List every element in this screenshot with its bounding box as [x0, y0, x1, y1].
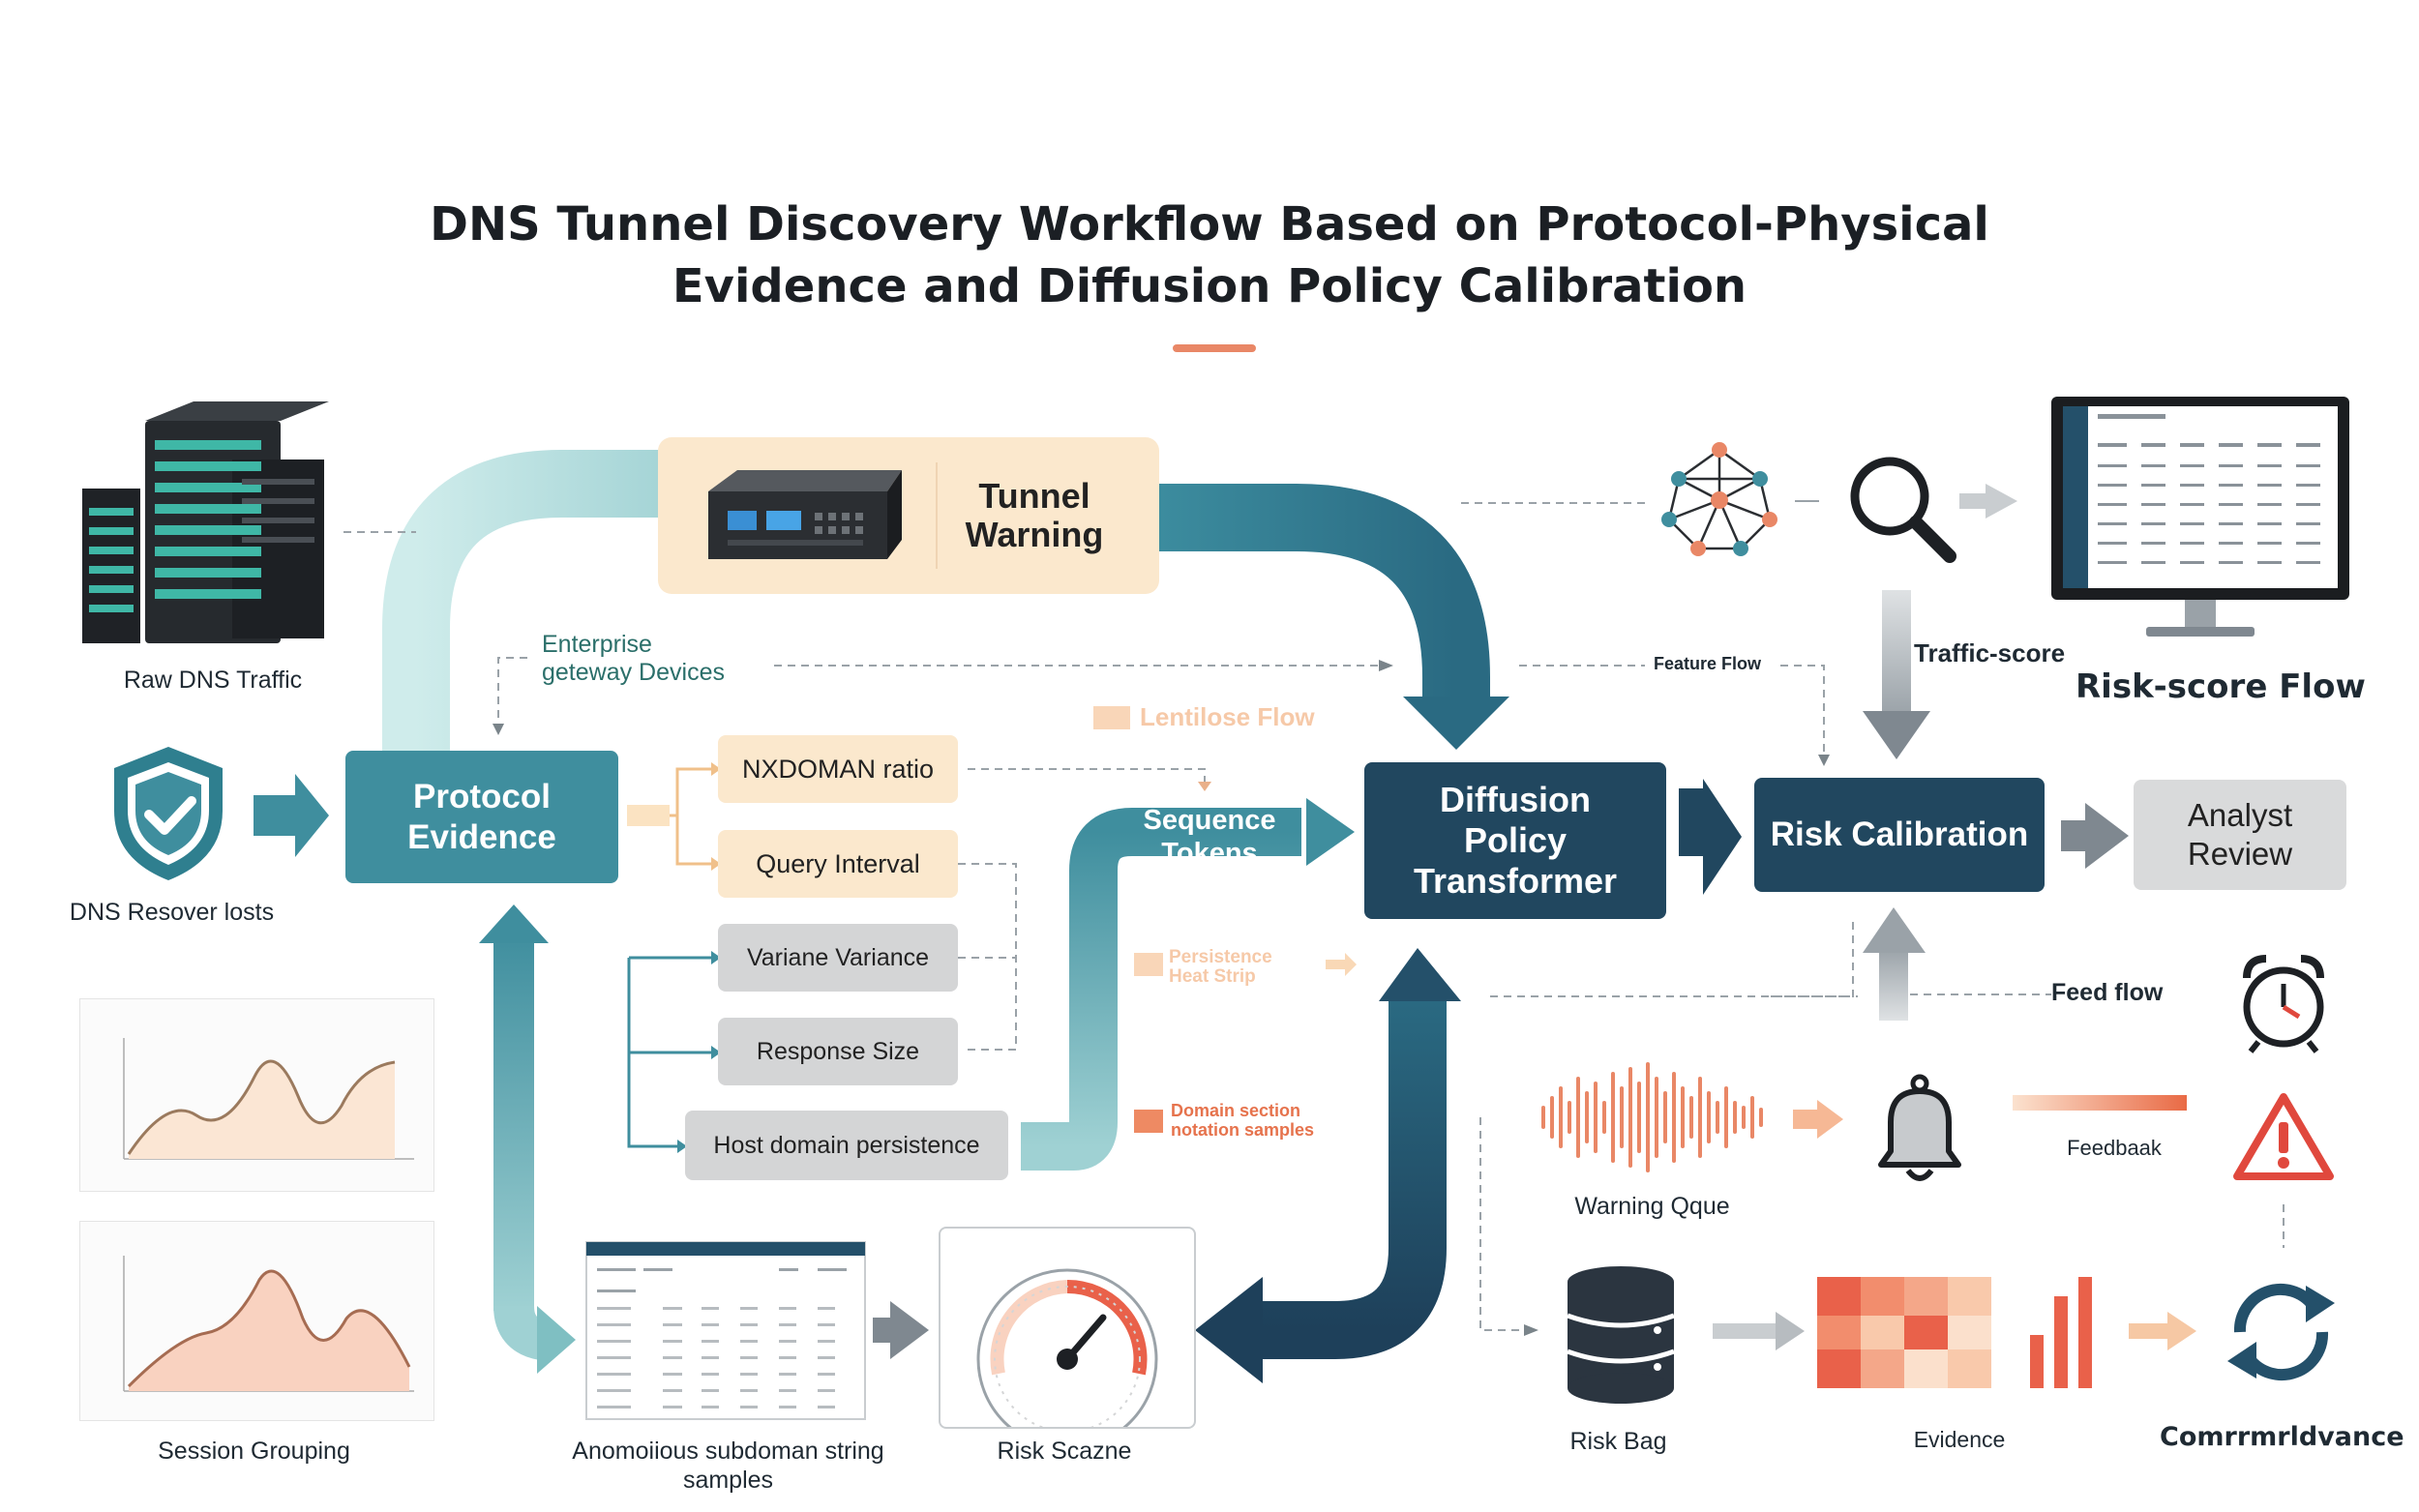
chart-panel-1: [79, 998, 434, 1192]
warning-queue-label: Warning Qque: [1574, 1193, 1730, 1220]
diffusion-to-risk-arrow: [1703, 779, 1742, 895]
risk-score-flow-label: Risk-score Flow: [2076, 667, 2366, 706]
feature-response-size: Response Size: [718, 1018, 958, 1085]
traffic-score-down-arrow: [1863, 711, 1930, 759]
tunnel-warning-panel: Tunnel Warning: [658, 437, 1159, 594]
server-rack-icon: [82, 401, 329, 643]
evidence-label: Evidence: [1913, 1427, 2006, 1452]
neural-network-icon: [1661, 442, 1777, 556]
protocol-evidence-node: Protocol Evidence: [345, 751, 618, 883]
arch-right: [1142, 484, 1490, 706]
shield-to-protocol-arrow: [254, 774, 329, 857]
analyst-review-node: Analyst Review: [2134, 780, 2346, 890]
domain-section-notation-label: Domain section notation samples: [1171, 1101, 1315, 1140]
diffusion-policy-transformer-node: Diffusion Policy Transformer: [1364, 762, 1666, 919]
waveform-icon: [1541, 1062, 1763, 1172]
title-underline: [1173, 344, 1256, 352]
diagram-title: DNS Tunnel Discovery Workflow Based on P…: [0, 193, 2419, 317]
session-grouping-label: Session Grouping: [158, 1438, 350, 1465]
feed-flow-label: Feed flow: [2051, 979, 2164, 1006]
feature-host-domain-persistence: Host domain persistence: [685, 1111, 1008, 1180]
commandvance-label: Comrrmrldvance: [2160, 1422, 2404, 1452]
risk-scazne-label: Risk Scazne: [997, 1438, 1132, 1465]
refresh-cycle-icon: [2227, 1283, 2335, 1381]
domain-notation-swatch: [1134, 1110, 1163, 1133]
feature-flow-label: Feature Flow: [1650, 654, 1766, 674]
bell-icon: [1878, 1074, 1961, 1181]
persistence-heat-strip-label: Persistence Heat Strip: [1169, 947, 1272, 987]
title-line-1: DNS Tunnel Discovery Workflow Based on P…: [430, 197, 1989, 252]
enterprise-gateway-line-1: Enterprise: [542, 631, 652, 658]
magnifier-icon: [1850, 457, 1956, 563]
return-flow: [1258, 996, 1447, 1359]
monitor-dashboard-icon: [2051, 397, 2349, 637]
title-line-2: Evidence and Diffusion Policy Calibratio…: [672, 259, 1747, 313]
feature-query-interval: Query Interval: [718, 830, 958, 898]
database-icon: [1567, 1266, 1675, 1404]
vertical-flow-up-head: [479, 904, 549, 943]
sequence-flow-head: [1306, 798, 1355, 866]
feed-flow-up-arrow: [1863, 907, 1926, 953]
risk-bag-label: Risk Bag: [1569, 1428, 1667, 1455]
sequence-flow: [1021, 808, 1301, 1171]
enterprise-gateway-label: Enterprise geteway Devices: [542, 631, 725, 687]
alarm-clock-icon: [2243, 955, 2324, 1053]
feature-nxdomain-ratio: NXDOMAN ratio: [718, 735, 958, 803]
feedback-label: Feedbaak: [2067, 1136, 2162, 1160]
risk-calibration-node: Risk Calibration: [1754, 778, 2045, 892]
dns-resolver-hosts-label: DNS Resover losts: [69, 899, 275, 926]
evidence-heatmap: [1817, 1277, 2092, 1388]
gauge-panel: [939, 1227, 1196, 1450]
sequence-tokens-node: Sequence Tokens: [1143, 805, 1276, 869]
network-appliance-icon: [708, 470, 902, 559]
traffic-score-label: Traffic-score: [1914, 638, 2066, 667]
lentilose-flow-label: Lentilose Flow: [1140, 702, 1315, 731]
anomalous-samples-label: Anomoiious subdoman string samples: [572, 1438, 884, 1494]
shield-check-icon: [114, 747, 223, 880]
raw-dns-traffic-label: Raw DNS Traffic: [123, 667, 303, 694]
return-flow-left-head: [1195, 1277, 1263, 1383]
arch-left: [382, 450, 697, 755]
feedback-bar: [2013, 1095, 2187, 1111]
risk-to-analyst-arrow: [2085, 803, 2129, 869]
trend-line-chart-2: [123, 1256, 414, 1392]
tunnel-warning-label: Tunnel Warning: [965, 476, 1104, 554]
vertical-flow-shaft: [493, 934, 534, 1311]
lentilose-flow-swatch: [1093, 706, 1130, 729]
heat-strip-swatch: [1134, 953, 1163, 976]
chart-panel-2: [79, 1221, 434, 1421]
arch-right-head: [1403, 697, 1509, 750]
feature-variance: Variane Variance: [718, 924, 958, 992]
warning-triangle-icon: [2233, 1093, 2334, 1180]
trend-line-chart-1: [123, 1038, 414, 1160]
enterprise-gateway-line-2: geteway Devices: [542, 659, 725, 686]
gauge-icon: [976, 1268, 1158, 1450]
return-flow-up-head: [1379, 948, 1461, 1001]
sample-table-thumbnail: [585, 1241, 866, 1420]
vertical-flow-right-head: [537, 1306, 576, 1374]
